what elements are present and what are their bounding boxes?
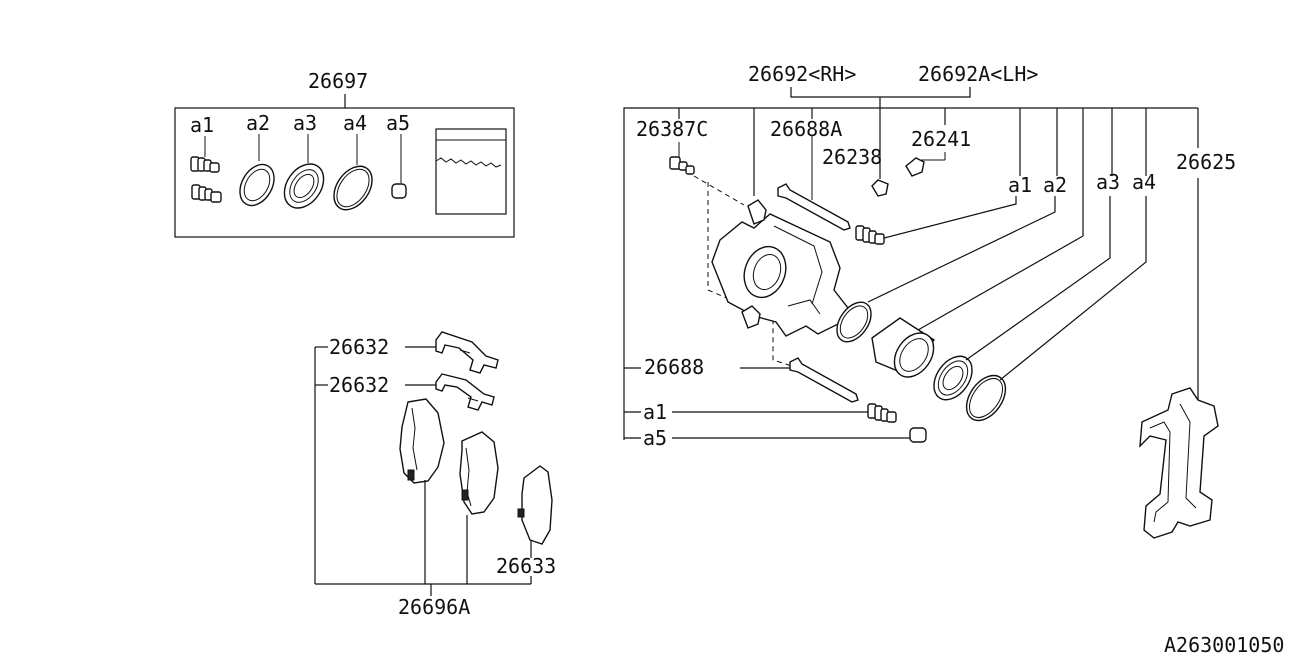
label-26238[interactable]: 26238 (822, 145, 882, 169)
left-label-a5[interactable]: a5 (643, 426, 667, 450)
label-26692A-lh[interactable]: 26692A<LH> (918, 62, 1038, 86)
caliper-body (711, 199, 849, 337)
caliper-support-26625 (1139, 178, 1219, 539)
bleeder-screw (669, 142, 695, 175)
asm-label-a2[interactable]: a2 (1043, 173, 1067, 197)
seal-kit-group: 26697 a1 a2 a3 a4 a5 (174, 69, 515, 238)
left-label-a1[interactable]: a1 (643, 400, 667, 424)
pad-shim (517, 465, 553, 545)
brake-pad-outer (459, 431, 499, 515)
label-26692-rh[interactable]: 26692<RH> (748, 62, 856, 86)
label-26632-lower[interactable]: 26632 (329, 373, 389, 397)
kit-retaining-ring (333, 165, 373, 211)
asm-retaining-ring (965, 196, 1147, 422)
asm-piston (871, 235, 1084, 378)
label-26241[interactable]: 26241 (911, 127, 971, 151)
pad-clip-lower (435, 373, 495, 411)
reference-code: A263001050 (1164, 633, 1284, 653)
kit-pin-boot-lower (191, 184, 222, 203)
kit-pin-boot-upper (190, 136, 220, 173)
asm-pin-boot-lower (867, 403, 897, 423)
guide-pin-upper (777, 136, 851, 231)
pad-set-group: 26632 26632 (314, 331, 556, 619)
label-26633[interactable]: 26633 (496, 554, 556, 578)
cap-26238 (871, 179, 889, 197)
label-26688A[interactable]: 26688A (770, 117, 842, 141)
label-26632-upper[interactable]: 26632 (329, 335, 389, 359)
brake-pad-inner (399, 398, 445, 484)
label-26387C[interactable]: 26387C (636, 117, 708, 141)
kit-label-a3[interactable]: a3 (293, 111, 317, 135)
asm-piston-seal (836, 196, 1056, 343)
kit-label-a2[interactable]: a2 (246, 111, 270, 135)
asm-label-a3[interactable]: a3 (1096, 170, 1120, 194)
asm-label-a4[interactable]: a4 (1132, 170, 1156, 194)
kit-bushing (391, 183, 407, 199)
kit-label-a1[interactable]: a1 (190, 113, 214, 137)
seal-kit-box (174, 107, 515, 238)
asm-piston-boot (933, 196, 1111, 401)
kit-label-a4[interactable]: a4 (343, 111, 367, 135)
kit-piston-boot (283, 163, 325, 209)
asm-bushing (909, 427, 927, 443)
label-26696A[interactable]: 26696A (398, 595, 470, 619)
asm-label-a1[interactable]: a1 (1008, 173, 1032, 197)
asm-pin-boot (855, 196, 1017, 245)
plug-26241 (905, 152, 946, 177)
guide-pin-lower (740, 357, 859, 403)
label-26625[interactable]: 26625 (1176, 150, 1236, 174)
caliper-assembly-group: 26692<RH> 26692A<LH> 26387C 26688A 26238… (623, 62, 1236, 539)
kit-grease-packet (435, 128, 507, 215)
pad-clip-upper (435, 331, 499, 374)
label-26697[interactable]: 26697 (308, 69, 368, 93)
label-26688[interactable]: 26688 (644, 355, 704, 379)
kit-label-a5[interactable]: a5 (386, 111, 410, 135)
kit-piston-seal-ring (239, 163, 275, 207)
